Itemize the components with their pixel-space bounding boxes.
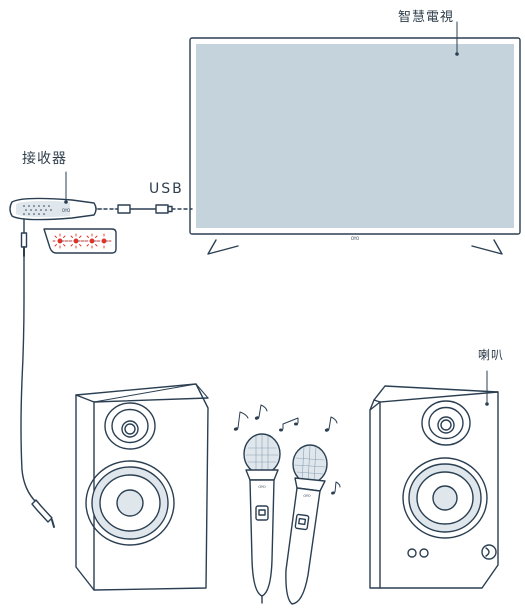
microphone-right: OYO bbox=[285, 444, 328, 605]
right-speaker bbox=[369, 370, 499, 589]
music-note-icon bbox=[324, 416, 338, 432]
tv-label: 智慧電視 bbox=[398, 10, 455, 25]
music-note-icon bbox=[233, 411, 249, 431]
music-note-icon bbox=[331, 481, 341, 495]
microphone-left: OYO bbox=[243, 433, 281, 604]
mic-logo: OYO bbox=[258, 485, 266, 489]
left-speaker bbox=[75, 383, 209, 591]
receiver: OYO bbox=[9, 171, 97, 257]
tv-logo: OYO bbox=[351, 236, 359, 241]
usb-label: USB bbox=[149, 181, 184, 197]
audio-cable bbox=[20, 255, 55, 528]
receiver-logo: OYO bbox=[62, 208, 70, 213]
smart-tv: OYO bbox=[189, 21, 521, 255]
music-note-icon bbox=[254, 404, 268, 420]
music-note-icon bbox=[279, 417, 299, 432]
speaker-label: 喇叭 bbox=[478, 348, 505, 362]
receiver-label: 接收器 bbox=[22, 151, 67, 167]
mic-logo-right: OYO bbox=[303, 494, 311, 498]
music-notes bbox=[233, 404, 341, 495]
led-callout bbox=[43, 228, 117, 254]
